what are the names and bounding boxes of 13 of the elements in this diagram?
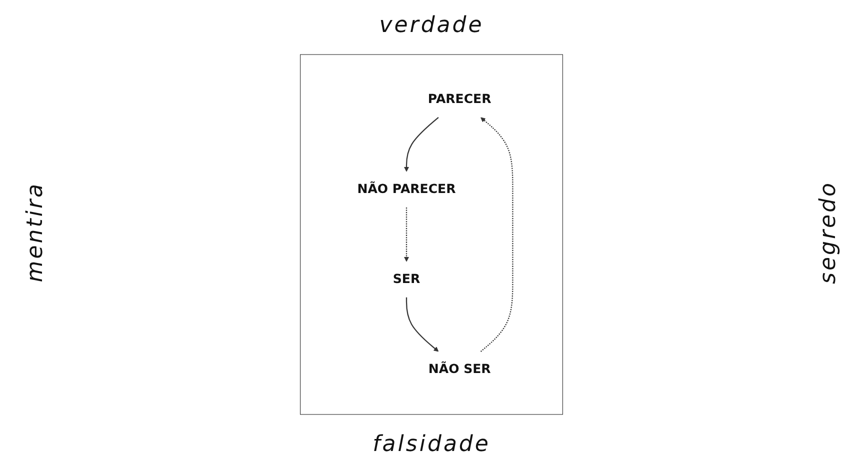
arrow (406, 297, 439, 352)
node-text: SER (392, 272, 420, 287)
side-label: falsidade (372, 432, 490, 456)
node-text: NÃO SER (428, 362, 491, 377)
node-text: PARECER (428, 92, 492, 107)
side-label: segredo (816, 181, 840, 284)
cluster (300, 54, 563, 415)
arrow (404, 117, 439, 172)
side-label: mentira (22, 182, 48, 283)
arrow (480, 117, 514, 352)
side-label: verdade (379, 12, 484, 38)
arrow (404, 207, 409, 262)
node-text: NÃO PARECER (357, 182, 456, 197)
